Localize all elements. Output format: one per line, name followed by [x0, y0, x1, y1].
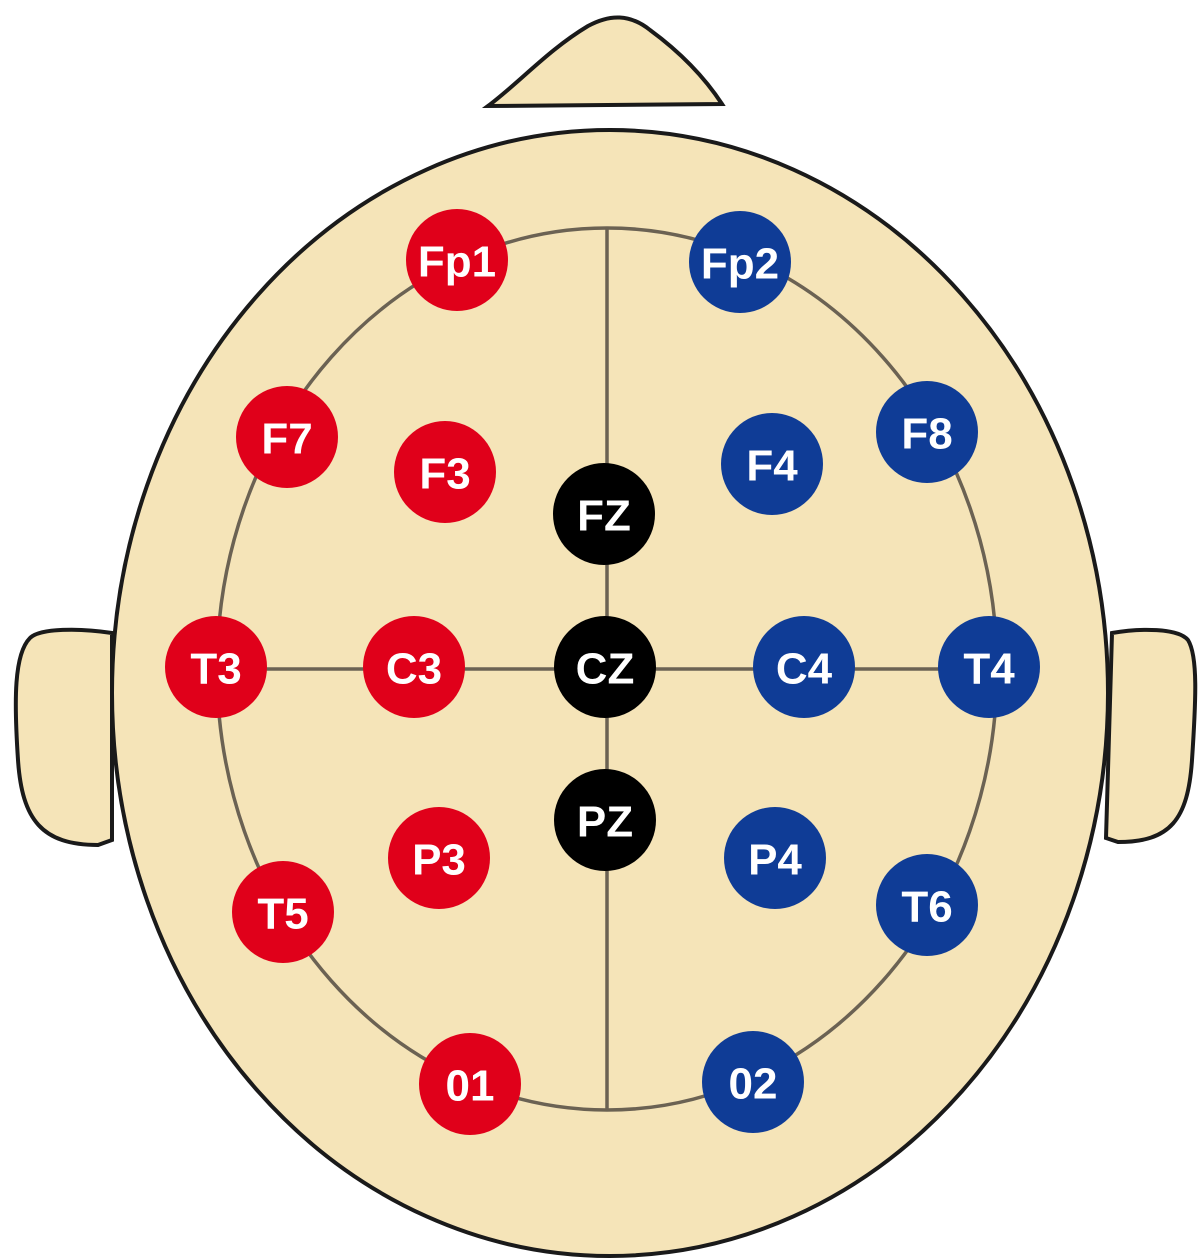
- electrode-t4-label: T4: [963, 645, 1015, 694]
- electrode-cz: CZ: [554, 616, 656, 718]
- electrode-c4-marker: [753, 616, 855, 718]
- electrode-pz-label: PZ: [577, 798, 633, 847]
- electrode-t6-marker: [876, 854, 978, 956]
- electrode-t4-marker: [938, 616, 1040, 718]
- nose: [481, 15, 726, 109]
- electrode-o1-label: 01: [446, 1062, 495, 1111]
- electrode-f7-marker: [236, 386, 338, 488]
- electrode-o2-label: 02: [729, 1060, 778, 1109]
- electrode-o1-marker: [419, 1033, 521, 1135]
- electrode-c3: C3: [363, 616, 465, 718]
- electrode-t6-label: T6: [901, 883, 952, 932]
- electrode-t3: T3: [165, 616, 267, 718]
- electrode-f8: F8: [876, 381, 978, 483]
- electrode-t5-marker: [232, 861, 334, 963]
- electrode-pz-marker: [554, 769, 656, 871]
- electrode-fz-label: FZ: [577, 492, 631, 541]
- electrode-p3-label: P3: [412, 836, 466, 885]
- electrode-o1: 01: [419, 1033, 521, 1135]
- electrode-f4-label: F4: [746, 442, 798, 491]
- electrode-cz-label: CZ: [576, 645, 635, 694]
- right-ear: [1103, 627, 1198, 845]
- electrode-t3-label: T3: [190, 645, 241, 694]
- electrode-fz: FZ: [553, 463, 655, 565]
- electrode-c3-label: C3: [386, 645, 442, 694]
- left-ear: [13, 627, 114, 848]
- electrode-c4-label: C4: [776, 645, 833, 694]
- electrode-fp1-label: Fp1: [418, 238, 496, 287]
- electrode-f3-marker: [394, 421, 496, 523]
- electrode-f8-label: F8: [901, 410, 952, 459]
- electrode-f8-marker: [876, 381, 978, 483]
- electrode-f4-marker: [721, 413, 823, 515]
- electrode-fz-marker: [553, 463, 655, 565]
- electrode-o2: 02: [702, 1031, 804, 1133]
- electrode-fp2: Fp2: [689, 211, 791, 313]
- electrode-pz: PZ: [554, 769, 656, 871]
- electrode-p4: P4: [724, 807, 826, 909]
- electrode-p4-marker: [724, 807, 826, 909]
- electrode-o2-marker: [702, 1031, 804, 1133]
- electrode-f7-label: F7: [261, 415, 312, 464]
- electrode-f3: F3: [394, 421, 496, 523]
- electrode-fp1: Fp1: [406, 209, 508, 311]
- electrode-t3-marker: [165, 616, 267, 718]
- electrode-f7: F7: [236, 386, 338, 488]
- electrode-c4: C4: [753, 616, 855, 718]
- electrode-fp2-label: Fp2: [701, 240, 779, 289]
- electrode-f3-label: F3: [419, 450, 470, 499]
- electrode-t4: T4: [938, 616, 1040, 718]
- electrode-cz-marker: [554, 616, 656, 718]
- electrode-t5: T5: [232, 861, 334, 963]
- electrode-fp1-marker: [406, 209, 508, 311]
- electrode-p3-marker: [388, 807, 490, 909]
- electrode-c3-marker: [363, 616, 465, 718]
- electrode-f4: F4: [721, 413, 823, 515]
- electrode-t6: T6: [876, 854, 978, 956]
- electrode-p4-label: P4: [748, 836, 802, 885]
- electrode-t5-label: T5: [257, 890, 308, 939]
- electrode-fp2-marker: [689, 211, 791, 313]
- electrode-p3: P3: [388, 807, 490, 909]
